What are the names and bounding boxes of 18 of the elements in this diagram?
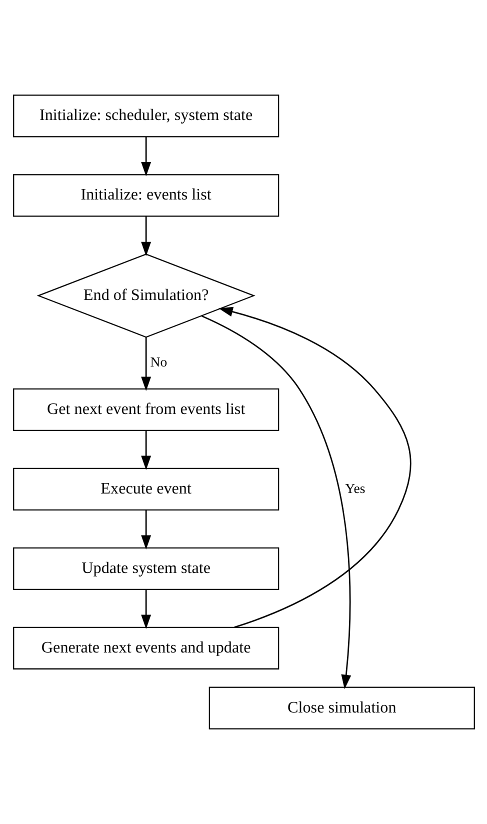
node-box: Initialize: events list xyxy=(12,174,279,217)
arrow xyxy=(140,430,151,470)
edge-label: No xyxy=(150,354,167,370)
arrow xyxy=(140,510,151,550)
arrow xyxy=(200,315,351,690)
node-box: Update system state xyxy=(12,547,279,590)
edge-label: Yes xyxy=(344,480,365,496)
arrow xyxy=(140,216,151,256)
node-diamond: End of Simulation? xyxy=(36,254,255,338)
node-box: Close simulation xyxy=(208,686,474,730)
node-box: Get next event from events list xyxy=(12,388,279,431)
arrow xyxy=(140,590,151,629)
arrow xyxy=(140,337,151,392)
node-box: Generate next events and update xyxy=(12,626,279,670)
node-box: Initialize: scheduler, system state xyxy=(12,94,279,138)
arrow xyxy=(218,306,411,628)
node-box: Execute event xyxy=(12,468,279,510)
arrow xyxy=(140,136,151,176)
